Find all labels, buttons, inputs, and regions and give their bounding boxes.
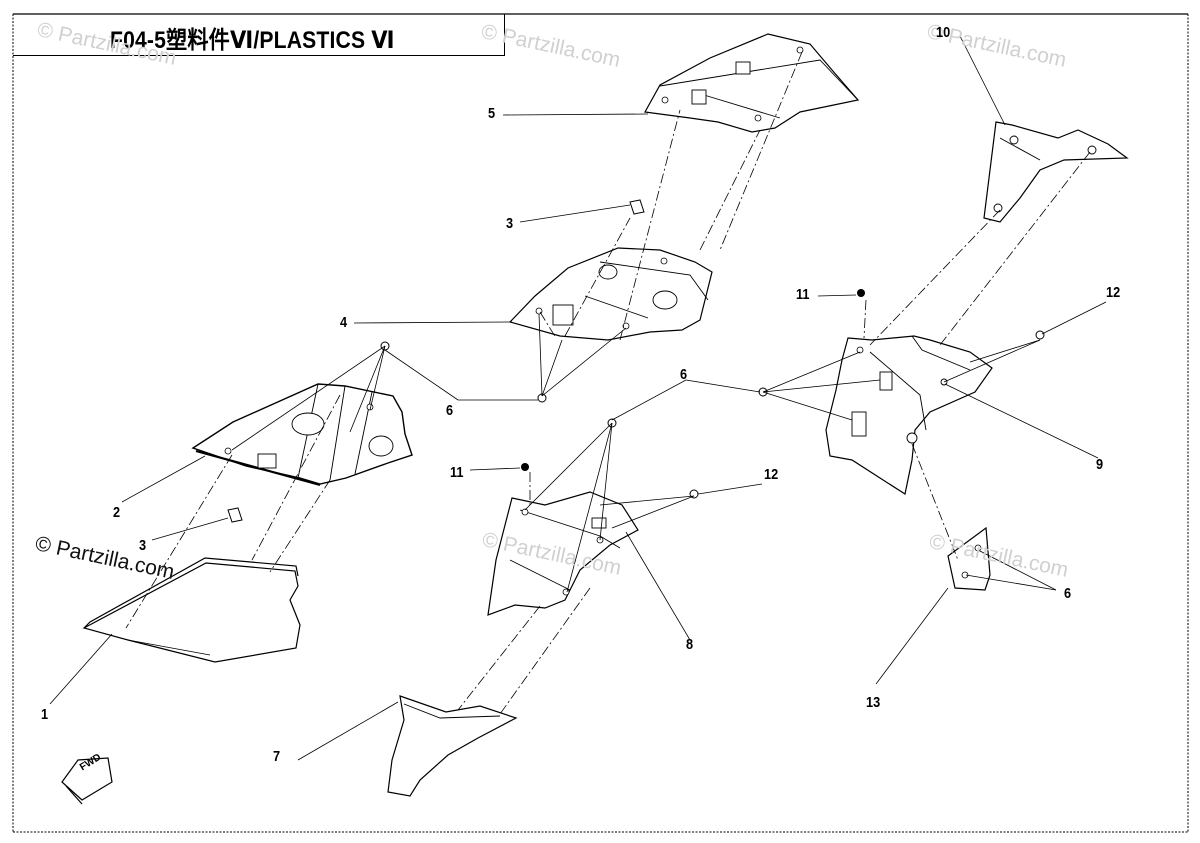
part-8-center-bracket <box>487 491 639 616</box>
part-10-upper-trim <box>983 121 1129 223</box>
outer-border <box>12 13 1189 833</box>
callout-3: 3 <box>506 215 514 232</box>
callout-13: 13 <box>866 694 881 711</box>
callout-11: 11 <box>796 286 810 303</box>
diagram-title: F04-5塑料件Ⅵ/PLASTICS Ⅵ <box>110 27 395 54</box>
callout-10: 10 <box>936 24 951 41</box>
callout-9: 9 <box>1096 456 1104 473</box>
black-bolts-11 <box>521 289 865 471</box>
callout-11: 11 <box>450 464 464 481</box>
callout-12: 12 <box>1106 284 1121 301</box>
callout-3: 3 <box>139 537 147 554</box>
callout-8: 8 <box>686 636 694 653</box>
leader-lines <box>49 35 1107 761</box>
callout-6: 6 <box>1064 585 1072 602</box>
callout-4: 4 <box>340 314 348 331</box>
alignment-lines <box>125 51 1091 715</box>
part-1-side-cover <box>82 557 301 663</box>
part-5-upper-panel <box>644 33 860 133</box>
callout-12: 12 <box>764 466 779 483</box>
callout-6: 6 <box>680 366 688 383</box>
callout-2: 2 <box>113 504 121 521</box>
part-13-small-plate <box>947 526 991 591</box>
fasteners <box>227 199 1045 523</box>
part-7-lower-cover <box>387 695 518 797</box>
title-box <box>13 14 505 56</box>
part-9-right-bracket <box>825 335 993 495</box>
fwd-arrow-icon <box>61 757 113 805</box>
callout-5: 5 <box>488 105 496 122</box>
callout-7: 7 <box>273 748 281 765</box>
callout-1: 1 <box>41 706 49 723</box>
part-2-side-panel <box>191 383 413 487</box>
callout-6: 6 <box>446 402 454 419</box>
part-4-mid-panel <box>508 247 713 341</box>
